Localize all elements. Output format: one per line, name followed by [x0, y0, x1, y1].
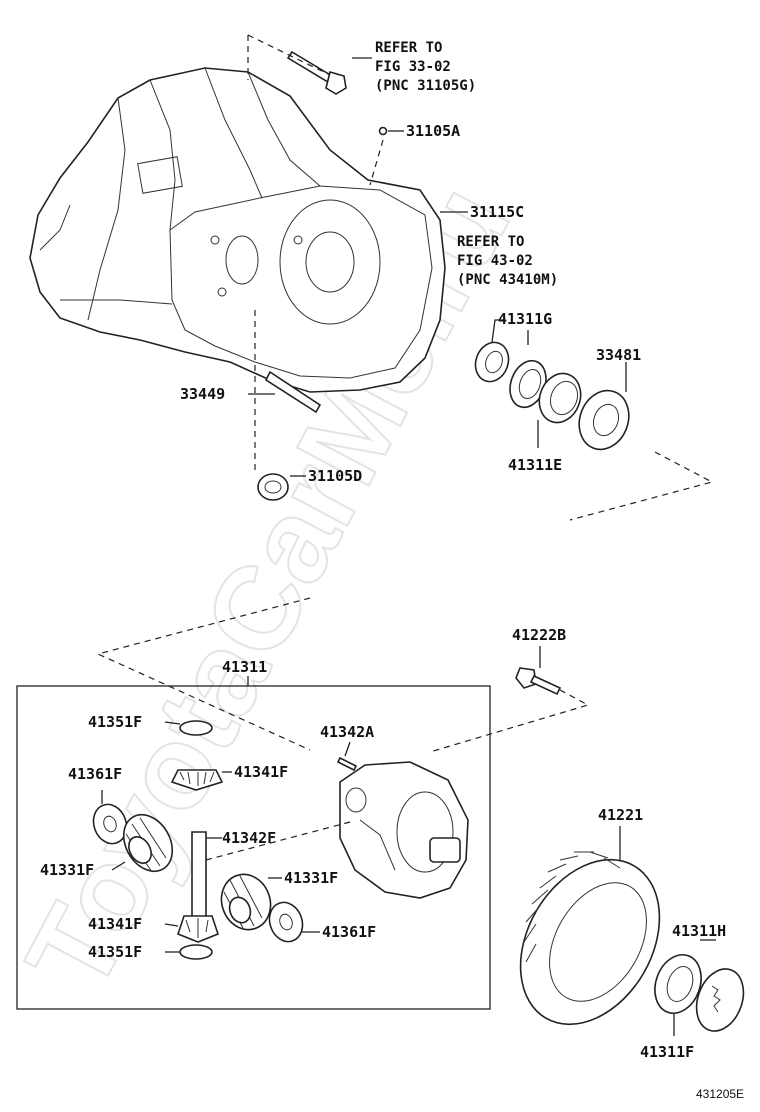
side-gear-41331F-left — [122, 813, 174, 873]
label-41342A: 41342A — [320, 723, 374, 741]
label-41341F-top: 41341F — [234, 763, 288, 781]
refer-fig-43-line1: REFER TO — [457, 234, 524, 250]
label-41222B: 41222B — [512, 626, 566, 644]
label-41361F-right: 41361F — [322, 923, 376, 941]
label-41311H: 41311H — [672, 922, 726, 940]
washer-41361F-left — [92, 803, 128, 845]
oil-seal-41311G — [474, 341, 510, 383]
label-41341F-bottom: 41341F — [88, 915, 142, 933]
label-41311G: 41311G — [498, 310, 552, 328]
refer-fig-33-line2: FIG 33-02 — [375, 59, 451, 75]
label-31105D: 31105D — [308, 467, 362, 485]
washer-41351F-top — [179, 720, 213, 736]
pin-31105A — [378, 126, 388, 136]
label-41331F-left: 41331F — [40, 861, 94, 879]
plate-33449 — [264, 370, 322, 414]
label-33481: 33481 — [596, 346, 641, 364]
shim-41311F — [695, 968, 745, 1032]
differential-case — [339, 761, 469, 899]
bolt-31105G — [286, 50, 347, 95]
label-41351F-top: 41351F — [88, 713, 142, 731]
label-41221: 41221 — [598, 806, 643, 824]
shim-41311G — [509, 359, 547, 409]
oil-seal-31105D — [257, 473, 289, 501]
label-41351F-bottom: 41351F — [88, 943, 142, 961]
label-31105A: 31105A — [406, 122, 460, 140]
bearing-41311E — [538, 372, 582, 424]
label-41311F: 41311F — [640, 1043, 694, 1061]
side-gear-41331F-right — [220, 873, 272, 931]
refer-fig-33-line3: (PNC 31105G) — [375, 78, 476, 94]
oil-seal-33481 — [578, 389, 630, 451]
label-41361F-left: 41361F — [68, 765, 122, 783]
pinion-41341F-top — [170, 769, 224, 791]
pin-41342A — [336, 756, 358, 772]
washer-41361F-right — [268, 901, 304, 943]
bearing-41311H — [654, 954, 702, 1014]
shaft-41342F — [191, 831, 207, 919]
label-41311: 41311 — [222, 658, 267, 676]
label-41331F-right: 41331F — [284, 869, 338, 887]
washer-41351F-bottom — [179, 944, 213, 960]
refer-fig-43-line2: FIG 43-02 — [457, 253, 533, 269]
transaxle-housing — [29, 67, 446, 393]
label-31115C: 31115C — [470, 203, 524, 221]
pinion-41341F-bottom — [177, 915, 219, 943]
bolt-41222B — [515, 667, 562, 696]
diagram-code: 431205E — [696, 1087, 744, 1101]
ring-gear-41221 — [519, 851, 661, 1026]
differential-assembly-box — [16, 685, 491, 1010]
label-41311E: 41311E — [508, 456, 562, 474]
refer-fig-33-line1: REFER TO — [375, 40, 442, 56]
label-41342F: 41342F — [222, 829, 276, 847]
refer-fig-43-line3: (PNC 43410M) — [457, 272, 558, 288]
label-33449: 33449 — [180, 385, 225, 403]
